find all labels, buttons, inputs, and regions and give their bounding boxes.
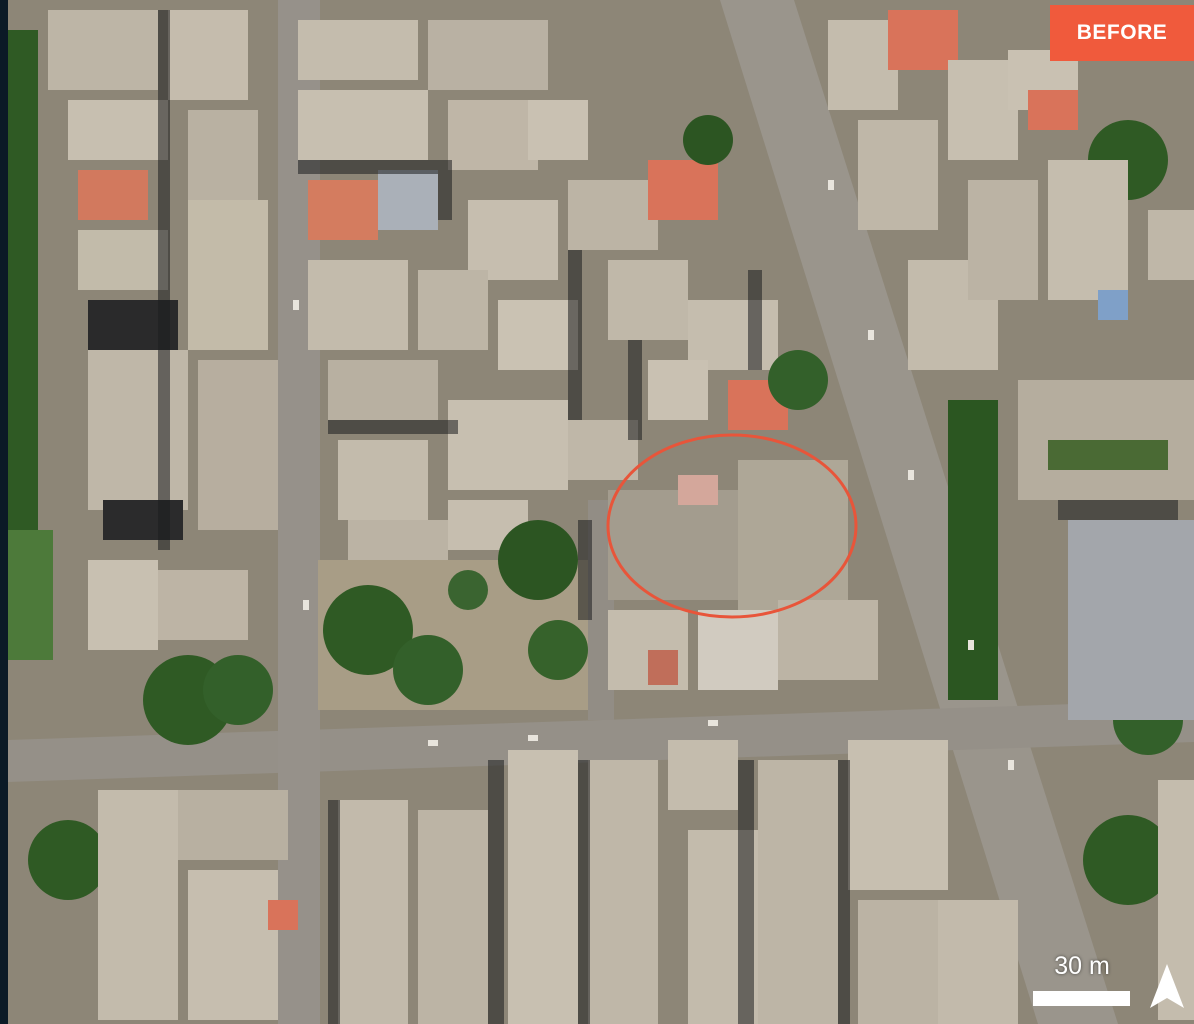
scale-bar: 30 m [1032,946,1132,1008]
shadows [158,10,1178,1024]
before-badge-label: BEFORE [1076,21,1168,44]
vehicles [293,180,1014,770]
block-northwest [48,10,278,650]
block-south-center [608,600,878,690]
before-badge: BEFORE [1050,5,1194,61]
park [318,520,588,710]
block-south [98,740,1018,1024]
scale-bar-label: 30 m [1054,952,1110,980]
block-central [298,20,788,590]
north-arrow-icon [1148,964,1186,1008]
frame-border [0,0,8,1024]
block-east [828,10,1194,1020]
scale-bar-line [1033,991,1130,1006]
main-road [720,0,1118,1024]
satellite-imagery [8,0,1194,1024]
plaza-hedge [1048,440,1168,470]
imagery-canvas [8,0,1194,1024]
vegetation [8,30,1183,905]
